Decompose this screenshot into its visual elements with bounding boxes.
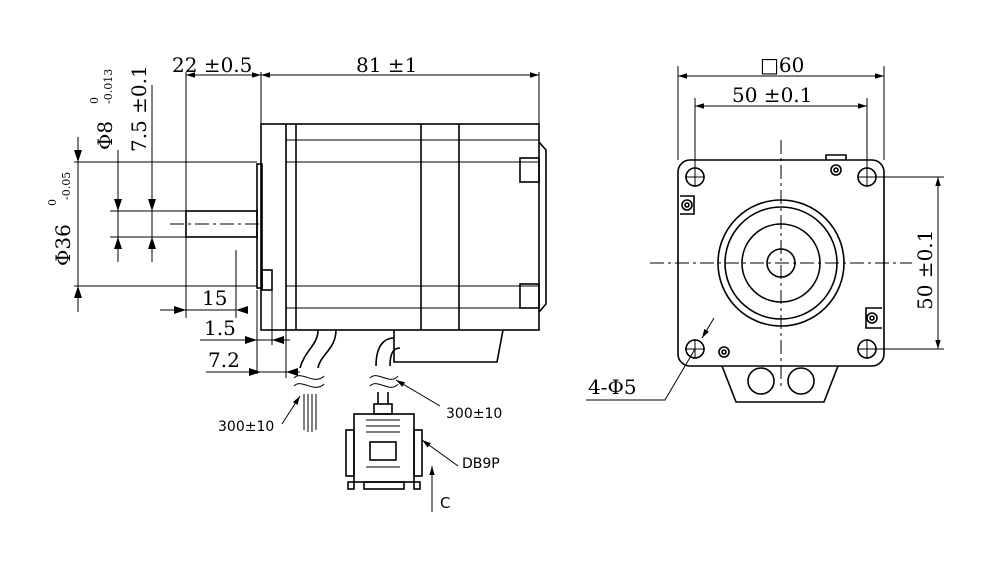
pilot-boss (261, 269, 273, 291)
dim-hole-spacing-h: 50 ±0.1 (732, 83, 812, 107)
label-connector: DB9P (462, 456, 500, 472)
dim-shaft-dia-tol-lower: -0.013 (102, 69, 115, 104)
dim-body-length: 81 ±1 (356, 53, 417, 77)
motor-body (260, 123, 540, 331)
cable-tab (721, 365, 839, 403)
dim-1-5: 1.5 (204, 316, 236, 340)
dim-pilot-dia-tol-lower: -0.05 (60, 172, 73, 200)
dim-7-2: 7.2 (208, 348, 240, 372)
dim-pilot-dia: Φ36 (51, 224, 75, 266)
dim-shaft-dia: Φ8 (93, 121, 117, 150)
dim-mount-holes: 4-Φ5 (588, 375, 637, 399)
label-cable-left: 300±10 (218, 419, 274, 435)
dim-shaft-length: 22 ±0.5 (172, 53, 252, 77)
dim-flat-depth: 7.5 ±0.1 (127, 65, 151, 152)
dim-flange-square: □60 (760, 53, 804, 77)
dim-15: 15 (202, 286, 227, 310)
front-view (586, 66, 944, 403)
dim-shaft-dia-tol-upper: 0 (88, 97, 101, 104)
label-cable-right: 300±10 (446, 406, 502, 422)
dim-hole-spacing-v: 50 ±0.1 (913, 230, 937, 310)
db9-connector (353, 413, 415, 483)
side-view (74, 72, 547, 512)
label-view-c: C (440, 494, 450, 512)
dim-pilot-dia-tol-upper: 0 (46, 199, 59, 206)
